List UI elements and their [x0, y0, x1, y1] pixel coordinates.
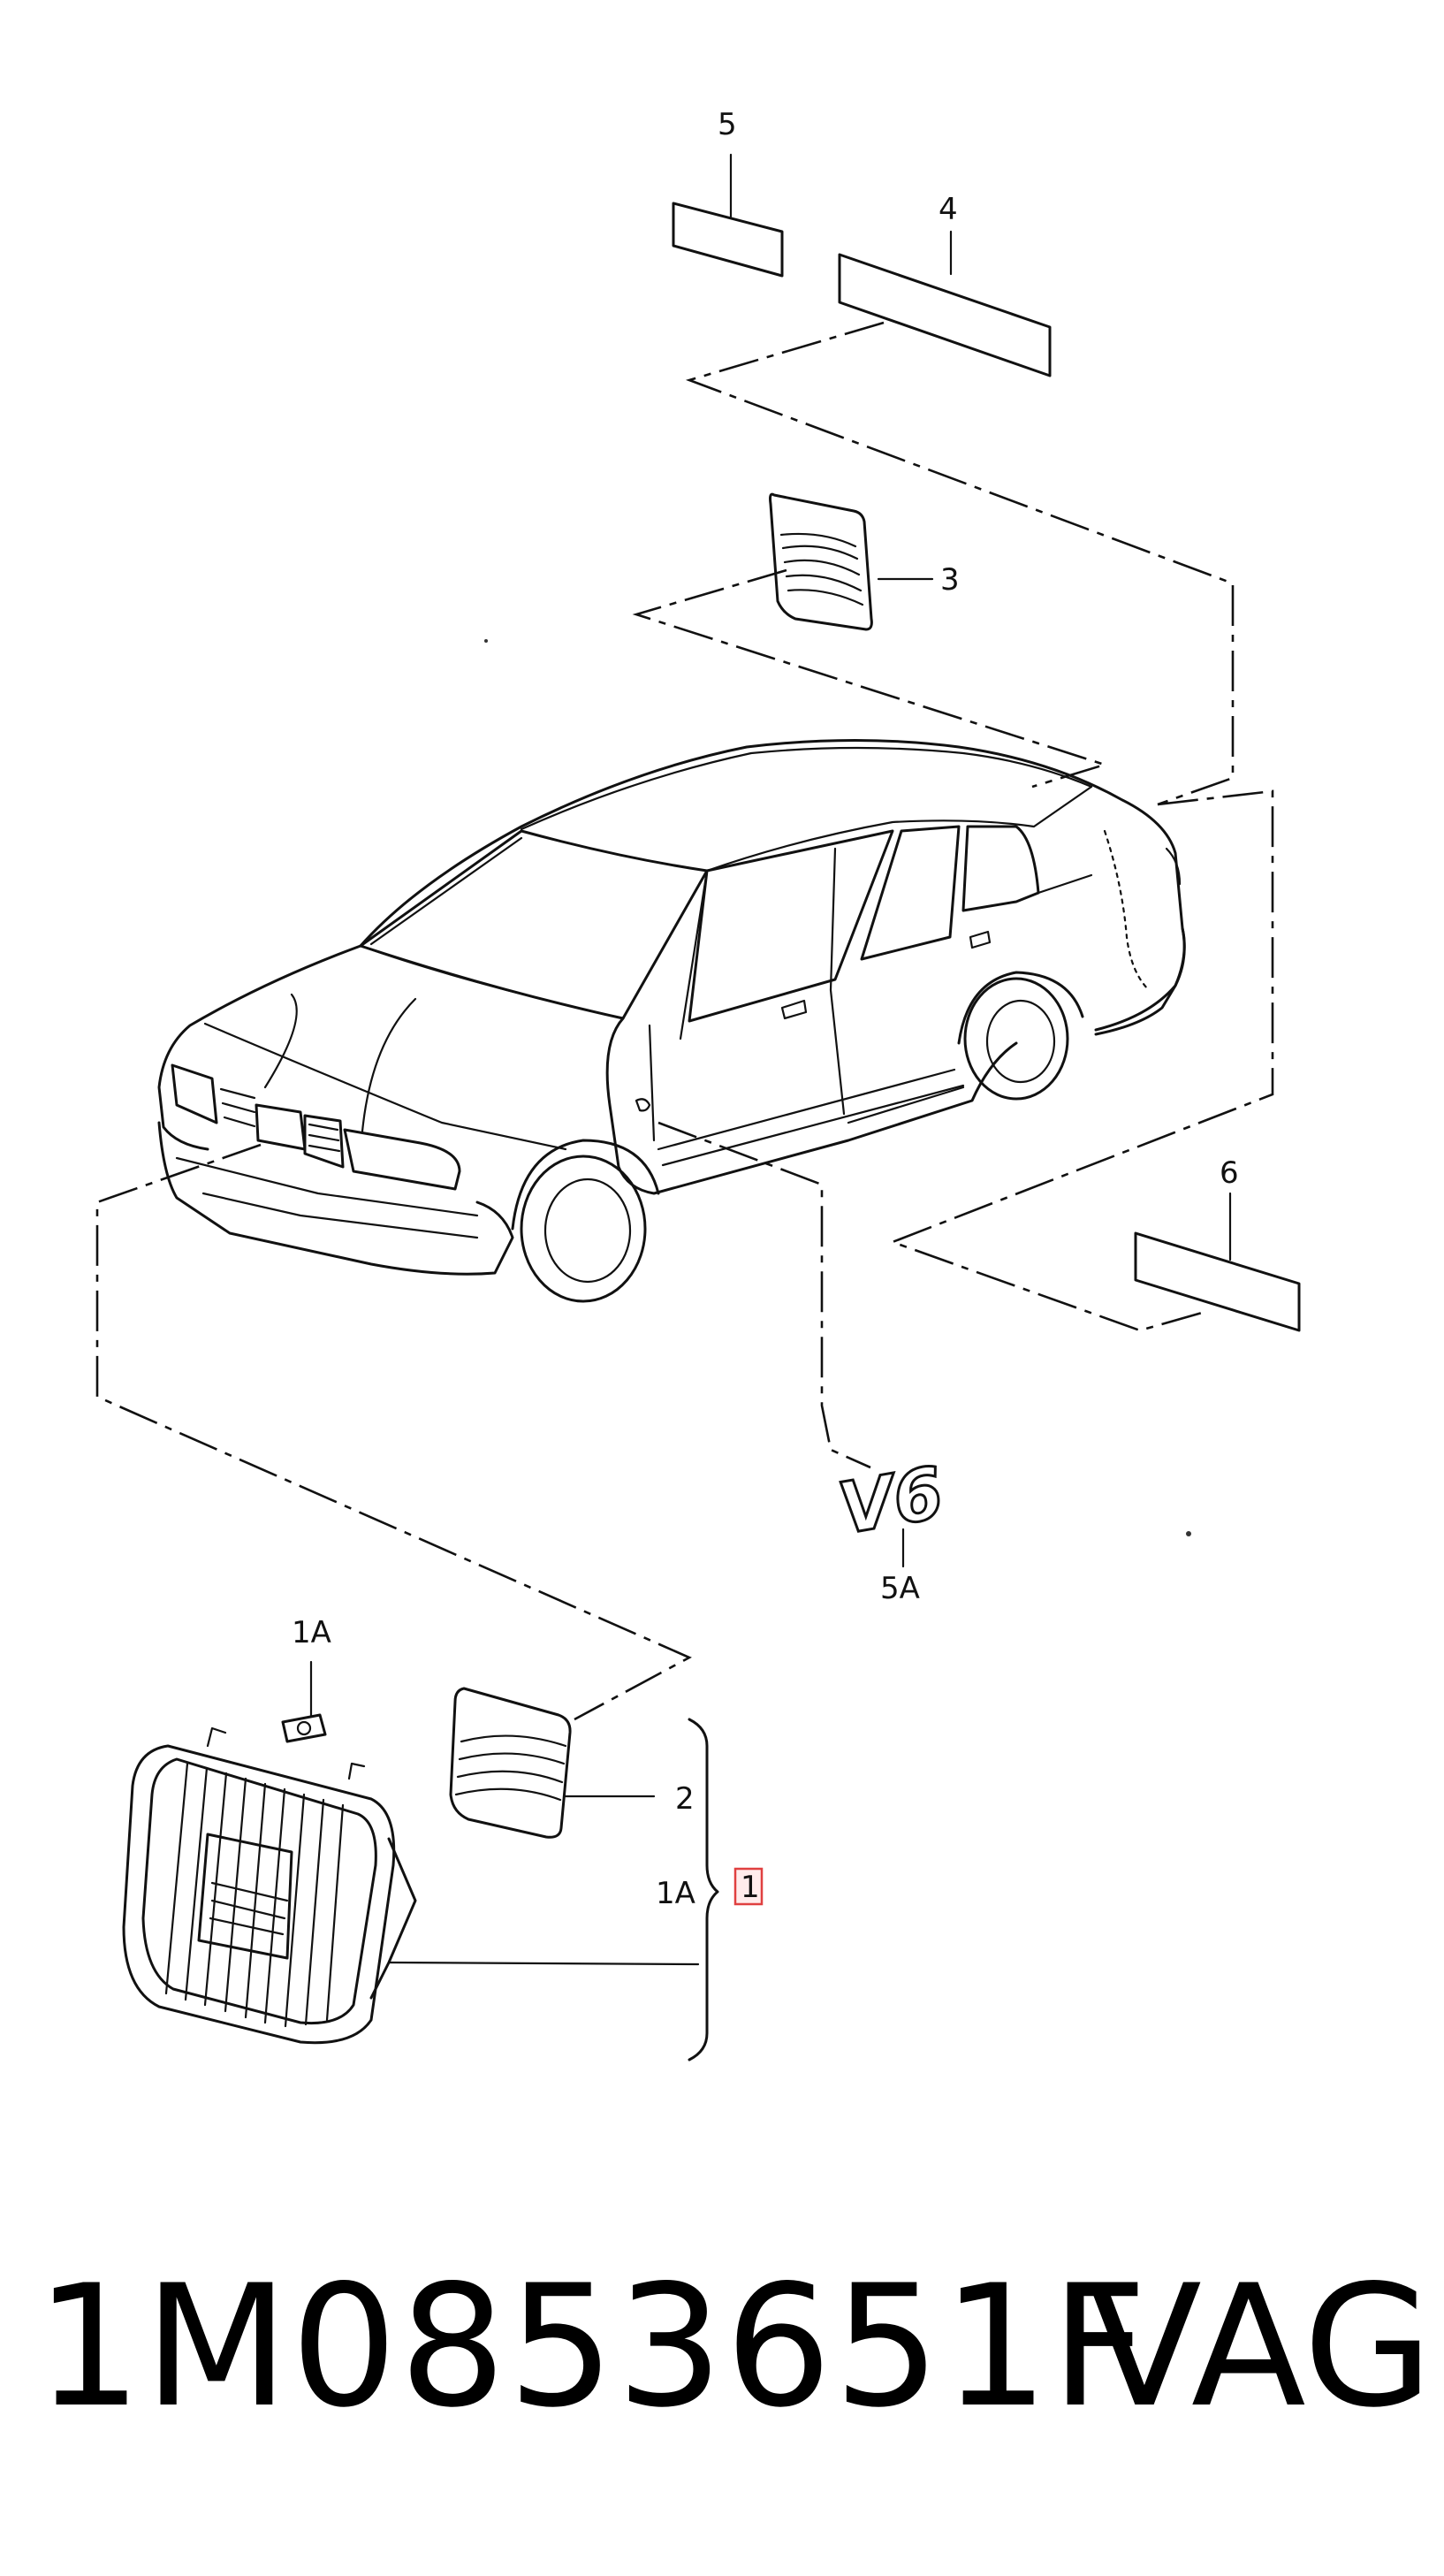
leader-lines-middle	[95, 789, 1274, 1721]
callout-6: 6	[1220, 1155, 1239, 1191]
brand-label: VAG	[1087, 2249, 1433, 2444]
callout-1-highlight	[733, 1867, 764, 1906]
callout-1a-side: 1A	[656, 1876, 695, 1911]
callout-4: 4	[939, 192, 958, 227]
leader-lines-top	[632, 321, 1235, 806]
callout-1: 1	[741, 1870, 760, 1905]
callout-5: 5	[718, 107, 737, 142]
part-6-plate	[1134, 1192, 1301, 1332]
car-illustration	[157, 739, 1186, 1303]
part-number: 1M0853651F	[35, 2249, 1150, 2444]
callout-3: 3	[940, 562, 960, 598]
part-5-plate	[672, 153, 784, 278]
part-4-plate	[838, 230, 1052, 377]
speck	[1186, 1531, 1191, 1536]
v6-badge-text: V6	[832, 1452, 949, 1551]
part-1-grille	[122, 1726, 700, 2045]
part-3-rear-emblem	[769, 492, 934, 631]
speck	[484, 639, 488, 643]
callout-1a-top: 1A	[292, 1615, 331, 1650]
part-5a-v6-badge: V6	[832, 1450, 951, 1568]
part-2-front-emblem	[449, 1687, 656, 1839]
callout-5a: 5A	[880, 1571, 920, 1606]
callout-2: 2	[675, 1781, 695, 1817]
part-1a-clip	[281, 1660, 327, 1743]
assembly-bracket	[688, 1718, 719, 2062]
